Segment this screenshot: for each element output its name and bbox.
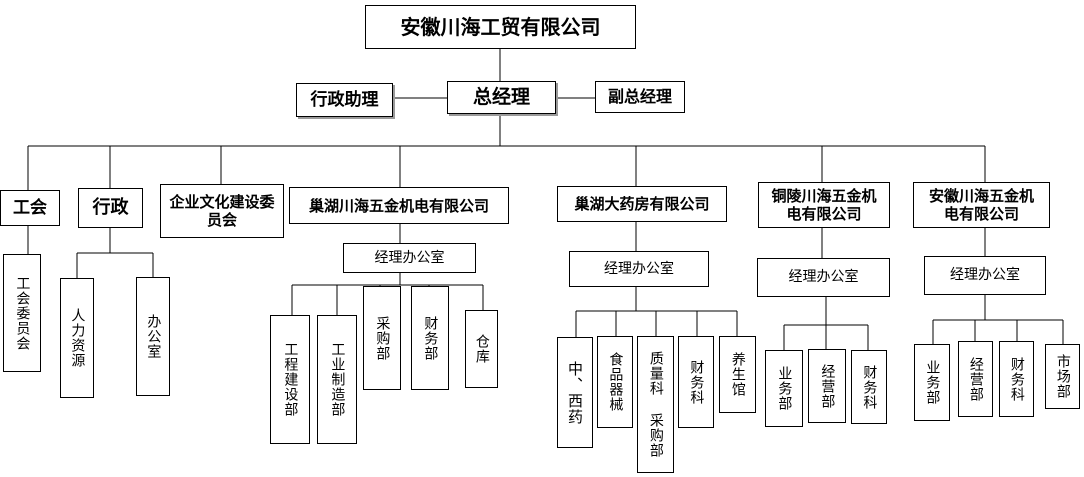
union-committee-box: 工会委员会 (3, 254, 41, 372)
medicine-box: 中、西药 (557, 337, 593, 448)
pharmacy-box: 巢湖大药房有限公司 (557, 186, 727, 222)
pharmacy-office-box: 经理办公室 (569, 251, 709, 287)
anhui-hardware-box: 安徽川海五金机电有限公司 (913, 182, 1050, 228)
gm-box: 总经理 (447, 81, 556, 114)
purchasing-dept-box: 采购部 (363, 286, 401, 390)
tongling-operations-box: 经营部 (808, 349, 846, 423)
anhui-operations-box: 经营部 (958, 341, 993, 417)
quality-purchasing-box: 质量科 采购部 (637, 336, 674, 473)
anhui-hardware-office-box: 经理办公室 (924, 256, 1046, 295)
manufacturing-dept-box: 工业制造部 (317, 315, 357, 444)
anhui-finance-box: 财务科 (999, 341, 1034, 417)
culture-committee-box: 企业文化建设委员会 (160, 184, 284, 238)
wellness-box: 养生馆 (719, 336, 756, 413)
chaohu-hardware-box: 巢湖川海五金机电有限公司 (289, 187, 509, 224)
anhui-marketing-box: 市场部 (1045, 344, 1080, 409)
chaohu-hardware-office-box: 经理办公室 (343, 243, 476, 273)
tongling-business-box: 业务部 (765, 350, 803, 427)
office-box: 办公室 (136, 277, 170, 396)
food-equipment-box: 食品器械 (597, 336, 633, 428)
anhui-business-box: 业务部 (914, 344, 950, 421)
finance-dept-box: 财务部 (411, 286, 449, 390)
admin-assistant-box: 行政助理 (296, 83, 393, 117)
warehouse-box: 仓库 (465, 310, 498, 388)
tongling-box: 铜陵川海五金机电有限公司 (758, 182, 890, 228)
pharmacy-finance-box: 财务科 (678, 336, 714, 428)
admin-box: 行政 (78, 188, 143, 228)
tongling-finance-box: 财务科 (851, 350, 887, 424)
deputy-gm-box: 副总经理 (595, 81, 685, 113)
tongling-office-box: 经理办公室 (757, 258, 890, 297)
company-box: 安徽川海工贸有限公司 (365, 5, 636, 49)
union-box: 工会 (0, 190, 60, 226)
hr-box: 人力资源 (60, 278, 94, 398)
engineering-dept-box: 工程建设部 (270, 315, 310, 444)
